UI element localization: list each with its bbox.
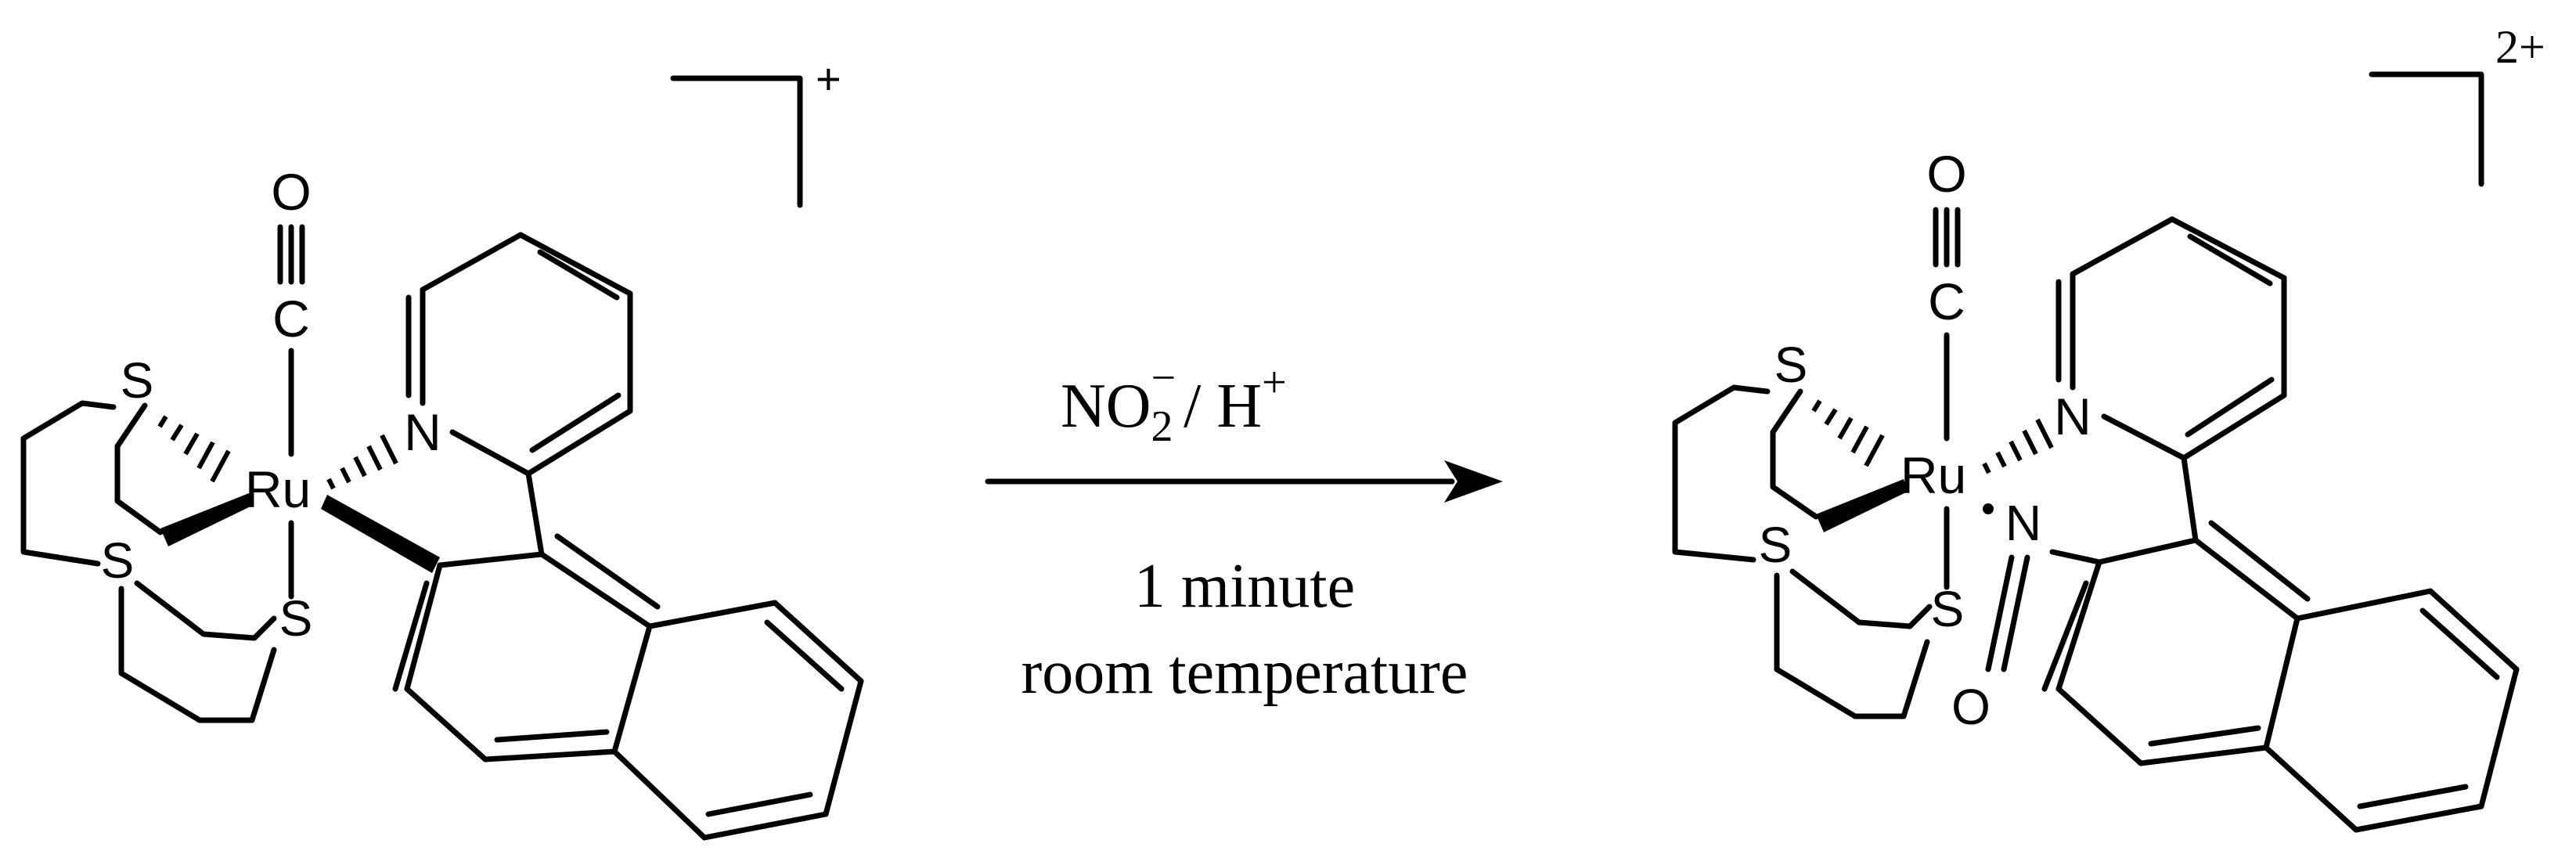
- product-charge-bracket: [2369, 71, 2484, 187]
- reactant-sulfur-top: S: [121, 352, 154, 409]
- reactant-wedge-bond-c: [321, 495, 440, 573]
- product-naphthyl-rings: [2041, 455, 2520, 833]
- product-pyridine-ring: [2055, 216, 2287, 461]
- reactant-sulfur-left: S: [101, 532, 135, 589]
- condition-time: 1 minute: [1134, 552, 1355, 621]
- reactant-nitrogen-label: N: [404, 403, 441, 461]
- reactant-oxygen-label: O: [271, 163, 311, 221]
- product-wedge-bond-s: [1816, 479, 1908, 532]
- product-sulfur-bottom: S: [1931, 581, 1965, 637]
- reagent-nitrite: NO: [1061, 372, 1151, 441]
- product-thiacrown-ring: [1672, 384, 1933, 719]
- product-nitrosyl-radical-dot: [1983, 503, 1994, 514]
- reagent-nitrite-subscript: 2: [1151, 402, 1173, 451]
- product-oxygen-label: O: [1926, 145, 1966, 203]
- reactant-pyridine-ring: [405, 232, 633, 477]
- product-charge: 2+: [2495, 21, 2545, 73]
- reaction-arrow-group: NO2−/ H+ 1 minute room temperature: [985, 354, 1503, 707]
- product-nitrosyl-n-label: N: [2005, 495, 2041, 551]
- reagent-separator: / H: [1184, 372, 1262, 441]
- reactant-hashed-bond-n: [326, 434, 398, 490]
- product-structure: 2+ O C Ru S S S: [1672, 21, 2545, 833]
- reagent-label: NO2−/ H+: [1061, 354, 1287, 451]
- reactant-hashed-bond-s: [157, 415, 231, 483]
- reagent-nitrite-charge: −: [1151, 354, 1176, 402]
- product-hashed-bond-s: [1811, 399, 1885, 467]
- reactant-charge: +: [816, 54, 841, 103]
- product-sulfur-left: S: [1759, 517, 1792, 573]
- reactant-sulfur-bottom: S: [279, 590, 313, 647]
- reactant-ru-label: Ru: [245, 460, 311, 518]
- reactant-naphthyl-rings: [392, 470, 864, 841]
- product-sulfur-top: S: [1774, 337, 1808, 393]
- reactant-carbon-label: C: [272, 290, 310, 348]
- product-nitrogen-label: N: [2054, 388, 2091, 445]
- reagent-proton-charge: +: [1262, 359, 1287, 407]
- product-ru-label: Ru: [1900, 446, 1966, 504]
- product-hashed-bond-n: [1982, 418, 2054, 474]
- reaction-arrow-head: [1444, 460, 1503, 503]
- reactant-structure: + O C Ru S S S: [20, 54, 864, 841]
- product-nitrosyl-o-label: O: [1951, 679, 1991, 735]
- product-carbon-label: C: [1928, 272, 1965, 330]
- reactant-wedge-bond-s: [160, 493, 252, 546]
- reactant-charge-bracket: [670, 75, 803, 208]
- product-nitrosyl-double-bond: [1985, 554, 2030, 672]
- condition-temperature: room temperature: [1021, 638, 1468, 707]
- product-co-triple-bond: [1933, 207, 1961, 268]
- reactant-co-triple-bond: [277, 224, 305, 285]
- reactant-thiacrown-ring: [20, 400, 277, 723]
